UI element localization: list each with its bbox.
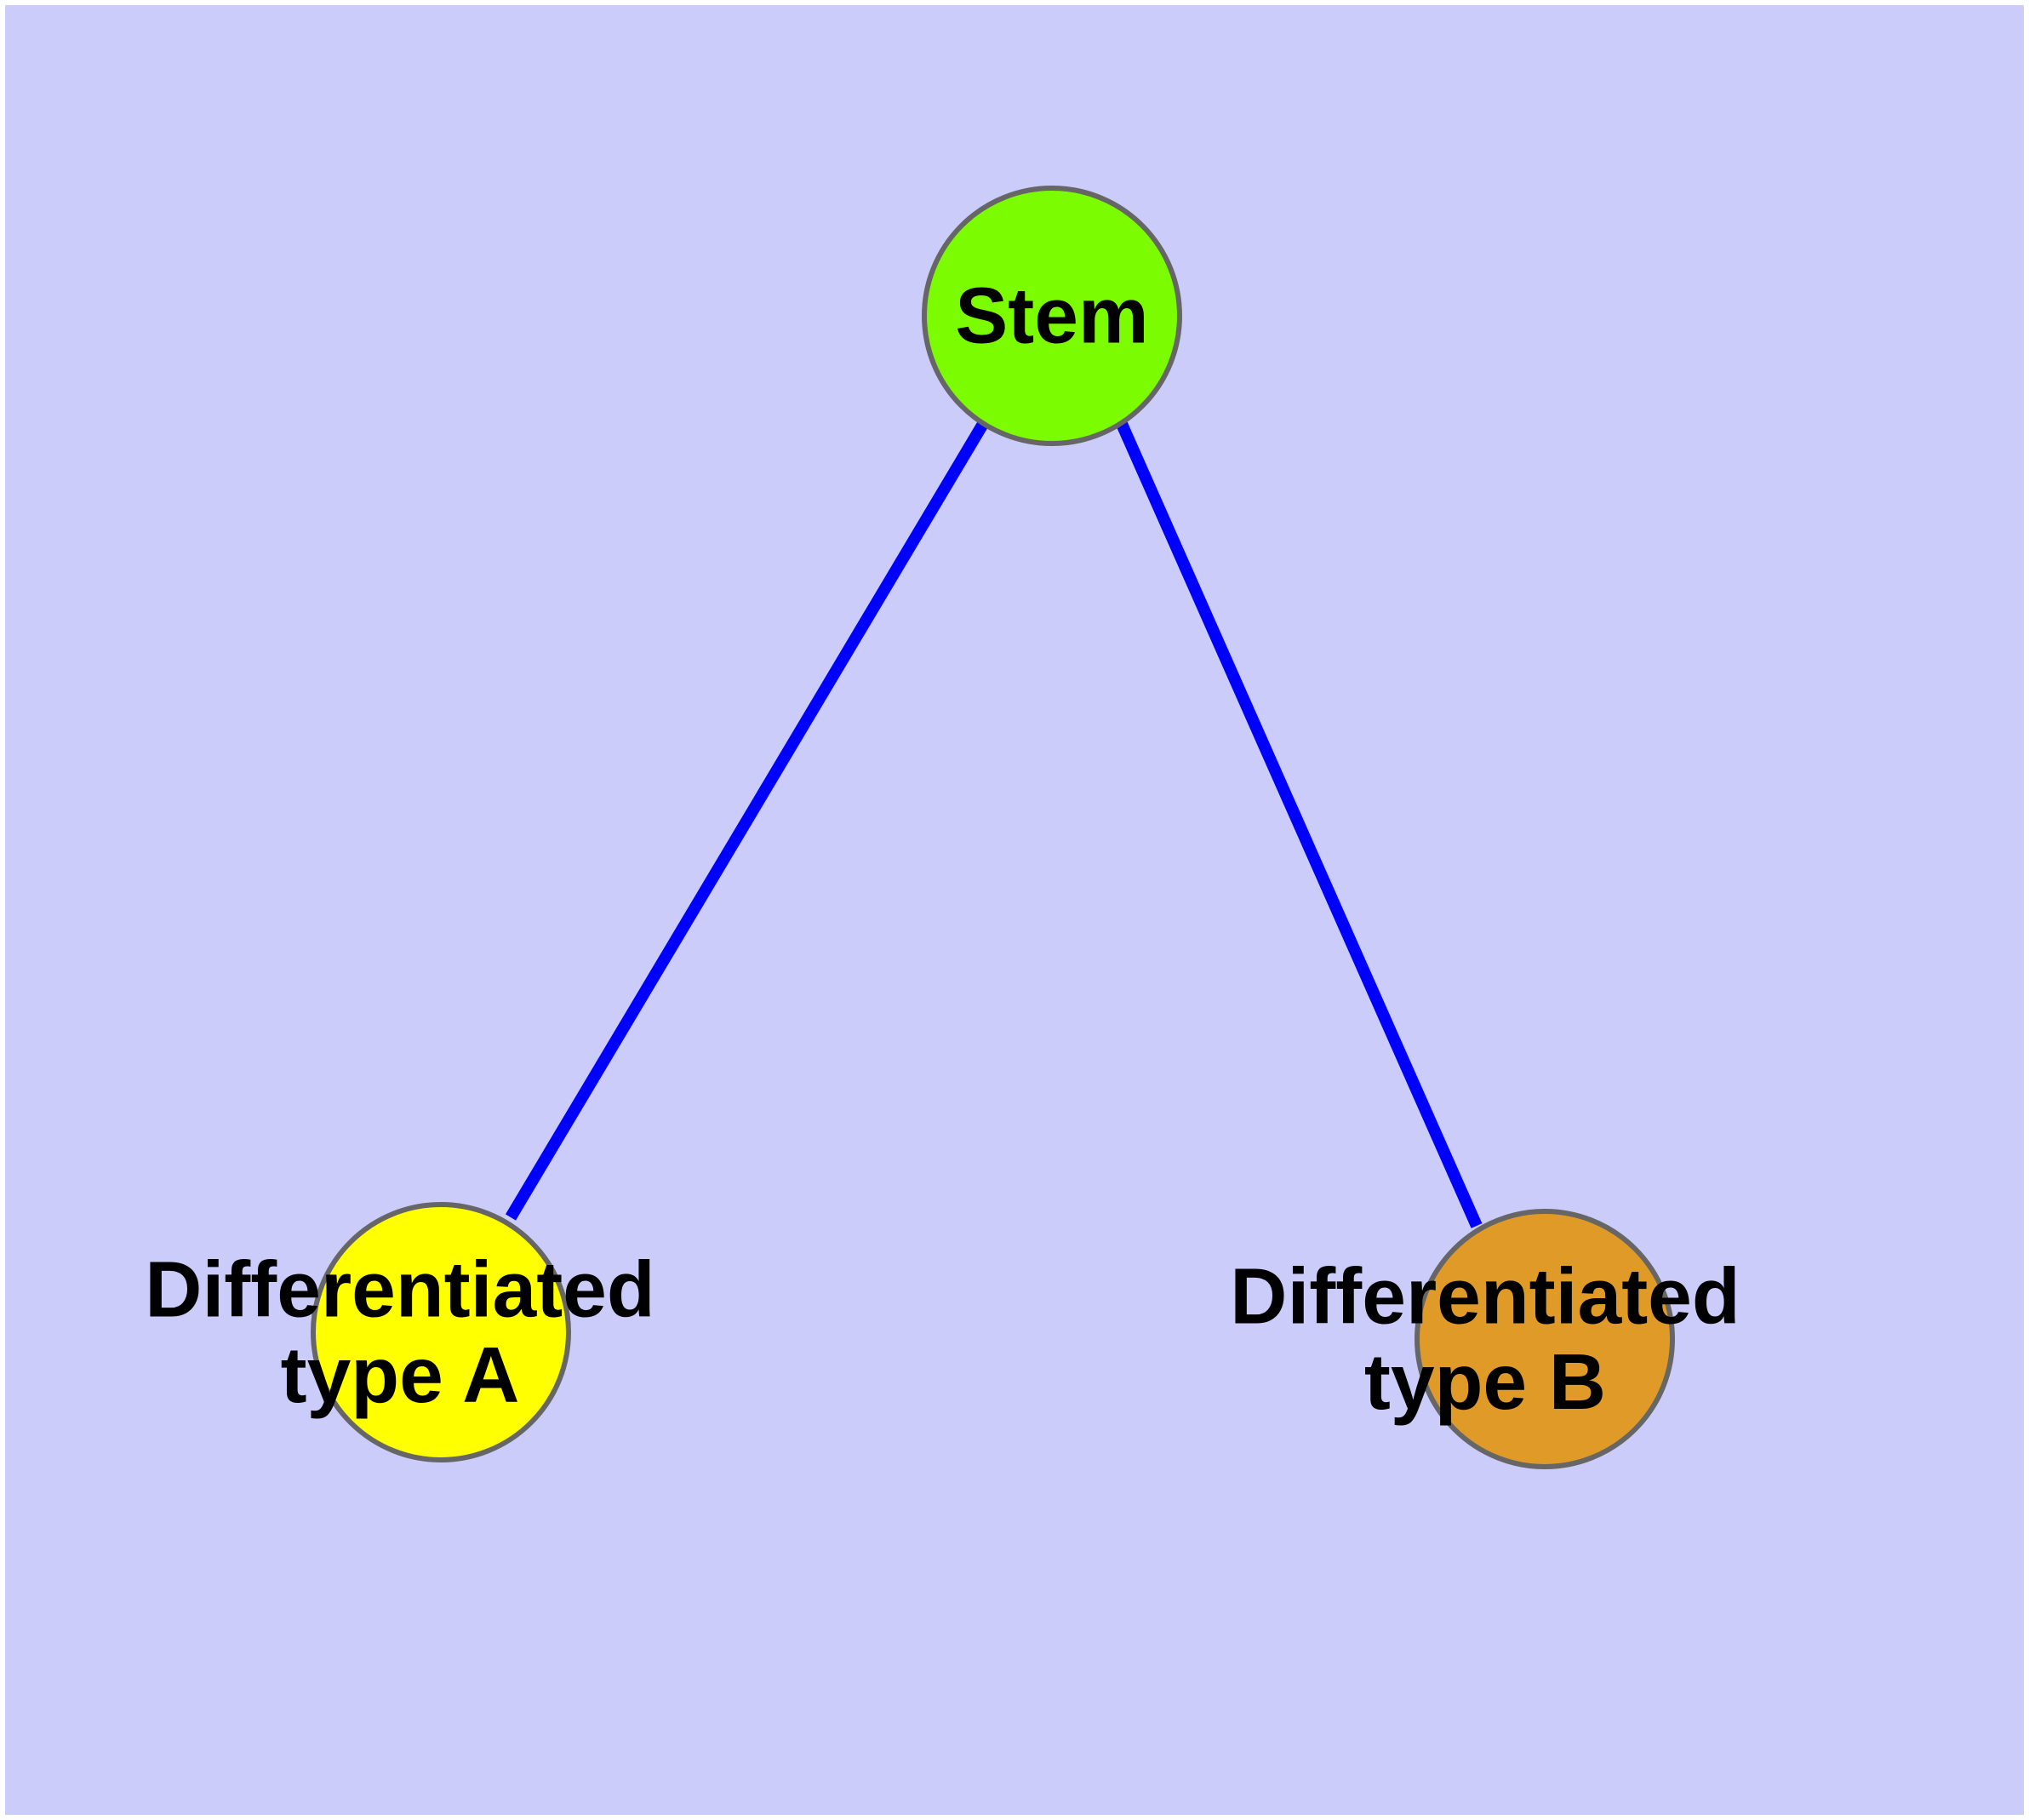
- edge-stem-to-b[interactable]: [1116, 421, 1483, 1228]
- node-label-line: type B: [1364, 1337, 1606, 1426]
- node-label-line: Stem: [955, 272, 1148, 360]
- node-label-line: Differentiated: [1230, 1251, 1740, 1340]
- node-label-line: type A: [281, 1331, 520, 1419]
- nodes-layer: [311, 186, 1675, 1469]
- node-label-line: Differentiated: [145, 1245, 654, 1333]
- node-circle-stem[interactable]: [922, 186, 1182, 446]
- edge-stem-to-a[interactable]: [505, 421, 989, 1221]
- node-circle-diff-type-a[interactable]: [311, 1202, 571, 1462]
- node-circle-diff-type-b[interactable]: [1415, 1209, 1675, 1469]
- edges-layer: [505, 421, 1483, 1228]
- node-label-stem: Stem: [955, 272, 1148, 360]
